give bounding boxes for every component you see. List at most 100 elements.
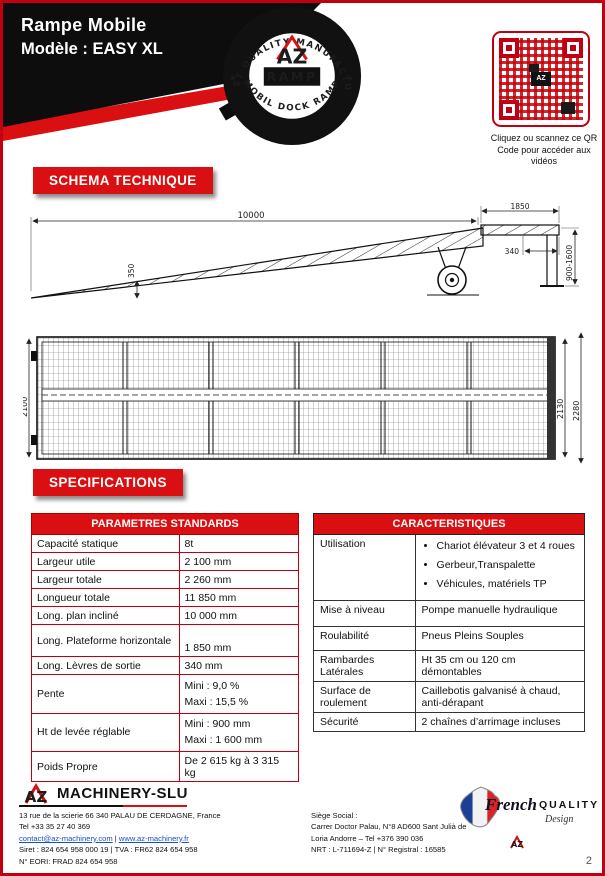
param-value-line: Maxi : 1 600 mm <box>184 734 263 747</box>
charac-label: Rambardes Latérales <box>313 650 416 682</box>
param-value: 11 850 mm <box>178 588 299 607</box>
qr-code[interactable]: AZ <box>499 38 583 120</box>
qr-finder-icon <box>563 38 583 58</box>
mini-az-logo-icon: AZ <box>510 834 524 849</box>
dim-2100-label: 2100 <box>23 397 29 417</box>
charac-label: Sécurité <box>313 712 416 732</box>
dim-340-label: 340 <box>505 247 520 256</box>
footer-logo-underline <box>19 805 187 807</box>
left-tab <box>31 351 37 361</box>
stamp-design-text: Design <box>545 814 574 825</box>
charac-label: Roulabilité <box>313 626 416 651</box>
footer: AZ MACHINERY-SLU 13 rue de la scierie 66… <box>19 782 597 868</box>
dim-height-label: 900-1600 <box>565 245 574 281</box>
charac-label: Utilisation <box>313 534 416 601</box>
qr-center-logo: AZ <box>531 72 551 86</box>
footer-siege-block: Siège Social : Carrer Doctor Palau, N°8 … <box>311 810 491 856</box>
param-value-line: Maxi : 15,5 % <box>184 695 249 708</box>
charac-value: 2 chaînes d’arrimage incluses <box>414 712 586 732</box>
page-subtitle-model: Modèle : EASY XL <box>21 40 163 58</box>
charac-value: Caillebotis galvanisé à chaud, anti-déra… <box>414 681 586 713</box>
footer-website-link[interactable]: www.az-machinery.fr <box>118 833 189 843</box>
table-row: Long. plan incliné 10 000 mm <box>31 606 299 625</box>
table-row: Largeur utile 2 100 mm <box>31 552 299 571</box>
param-value: 8t <box>178 534 299 553</box>
charac-value: Pompe manuelle hydraulique <box>414 600 586 627</box>
france-map-icon <box>460 786 501 828</box>
table-row: Pente Mini : 9,0 % Maxi : 15,5 % <box>31 674 299 714</box>
ramp-platform <box>480 224 560 236</box>
footer-siege-label: Siège Social : <box>311 811 358 820</box>
stamp-quality-text: QUALITY <box>539 799 600 811</box>
param-label: Pente <box>31 674 180 714</box>
param-value-line: Mini : 900 mm <box>184 718 251 731</box>
section-specifications: SPECIFICATIONS <box>33 469 183 496</box>
specifications-tables: PARAMETRES STANDARDS Capacité statique 8… <box>31 513 586 783</box>
rear-lip-bar <box>547 337 555 459</box>
footer-nrt: NRT : L-711694-Z | N° Registral : 16585 <box>311 845 446 855</box>
table-row: Longueur totale 11 850 mm <box>31 588 299 607</box>
charac-value: Ht 35 cm ou 120 cm démontables <box>414 650 586 682</box>
footer-phone: Tel +33 35 27 40 369 <box>19 822 91 832</box>
badge-az-text: AZ <box>277 44 308 68</box>
param-label: Longueur totale <box>31 588 180 607</box>
footer-email-link[interactable]: contact@az-machinery.com <box>19 833 113 843</box>
footer-eori: N° EORI: FRAD 824 654 958 <box>19 856 118 866</box>
qr-code-frame: AZ <box>492 31 590 127</box>
parameters-table: PARAMETRES STANDARDS Capacité statique 8… <box>31 513 299 783</box>
param-value: Mini : 9,0 % Maxi : 15,5 % <box>178 674 299 714</box>
param-value: Mini : 900 mm Maxi : 1 600 mm <box>178 712 299 753</box>
footer-siege-address2: Loria Andorre – Tel +376 390 036 <box>311 833 424 843</box>
ramp-incline <box>30 227 484 299</box>
mini-az-logo-text: AZ <box>511 840 523 849</box>
az-ramp-badge-icon: FIRST QUALITY MANUFACTURE MOBIL DOCK RAM… <box>217 3 362 146</box>
badge-red-triangle-icon <box>276 34 308 61</box>
list-item: Véhicules, matériels TP <box>437 578 578 590</box>
dim-350-label: 350 <box>127 263 136 278</box>
param-label: Poids Propre <box>31 751 180 783</box>
footer-links-line: contact@az-machinery.com | www.az-machin… <box>19 833 291 844</box>
french-quality-stamp: French QUALITY Design AZ <box>451 782 597 868</box>
wheel-hub <box>449 277 455 283</box>
badge-ramp-text: RAMP <box>266 69 317 84</box>
table-row: Largeur totale 2 260 mm <box>31 570 299 589</box>
table-row: Utilisation Chariot élévateur 3 et 4 rou… <box>313 534 586 601</box>
parameters-table-title: PARAMETRES STANDARDS <box>31 513 299 535</box>
az-ramp-badge: FIRST QUALITY MANUFACTURE MOBIL DOCK RAM… <box>217 3 363 152</box>
table-row: Poids Propre De 2 615 kg à 3 315 kg <box>31 751 299 783</box>
charac-label: Surface de roulement <box>313 681 416 713</box>
qr-module-block <box>561 102 575 114</box>
dim-10000-label: 10000 <box>237 211 264 221</box>
list-item: Gerbeur,Transpalette <box>437 559 578 571</box>
param-label: Largeur totale <box>31 570 180 589</box>
param-value: 1 850 mm <box>178 624 299 657</box>
table-row: Surface de roulement Caillebotis galvani… <box>313 681 586 713</box>
list-item: Chariot élévateur 3 et 4 roues <box>437 540 578 552</box>
param-label: Largeur utile <box>31 552 180 571</box>
qr-module-block <box>529 64 539 72</box>
table-row: Rambardes Latérales Ht 35 cm ou 120 cm d… <box>313 650 586 682</box>
param-value-line: Mini : 9,0 % <box>184 679 240 692</box>
qr-finder-icon <box>499 38 519 58</box>
footer-address: 13 rue de la scierie 66 340 PALAU DE CER… <box>19 811 221 820</box>
badge-star-left-icon: ★ <box>229 74 237 84</box>
qr-finder-icon <box>499 100 519 120</box>
dim-2130-label: 2130 <box>556 399 565 419</box>
top-view-drawing: 2100 2130 2280 <box>23 332 584 464</box>
table-row: Mise à niveau Pompe manuelle hydraulique <box>313 600 586 627</box>
az-logo-icon: AZ <box>24 783 48 805</box>
param-value: De 2 615 kg à 3 315 kg <box>178 751 299 783</box>
qr-caption: Cliquez ou scannez ce QR Code pour accéd… <box>490 133 598 167</box>
param-label: Ht de levée réglable <box>31 712 180 753</box>
az-logo-text: AZ <box>25 788 48 805</box>
page-title: Rampe Mobile <box>21 15 147 35</box>
param-value: 2 100 mm <box>178 552 299 571</box>
dim-2280-label: 2280 <box>572 401 581 421</box>
dim-1850-label: 1850 <box>510 202 529 211</box>
table-row: Long. Plateforme horizontale 1 850 mm <box>31 624 299 657</box>
footer-siret: Siret : 824 654 958 000 19 | TVA : FR62 … <box>19 845 198 855</box>
param-label: Long. Plateforme horizontale <box>31 624 180 657</box>
page-number: 2 <box>585 855 592 867</box>
param-label: Long. plan incliné <box>31 606 180 625</box>
